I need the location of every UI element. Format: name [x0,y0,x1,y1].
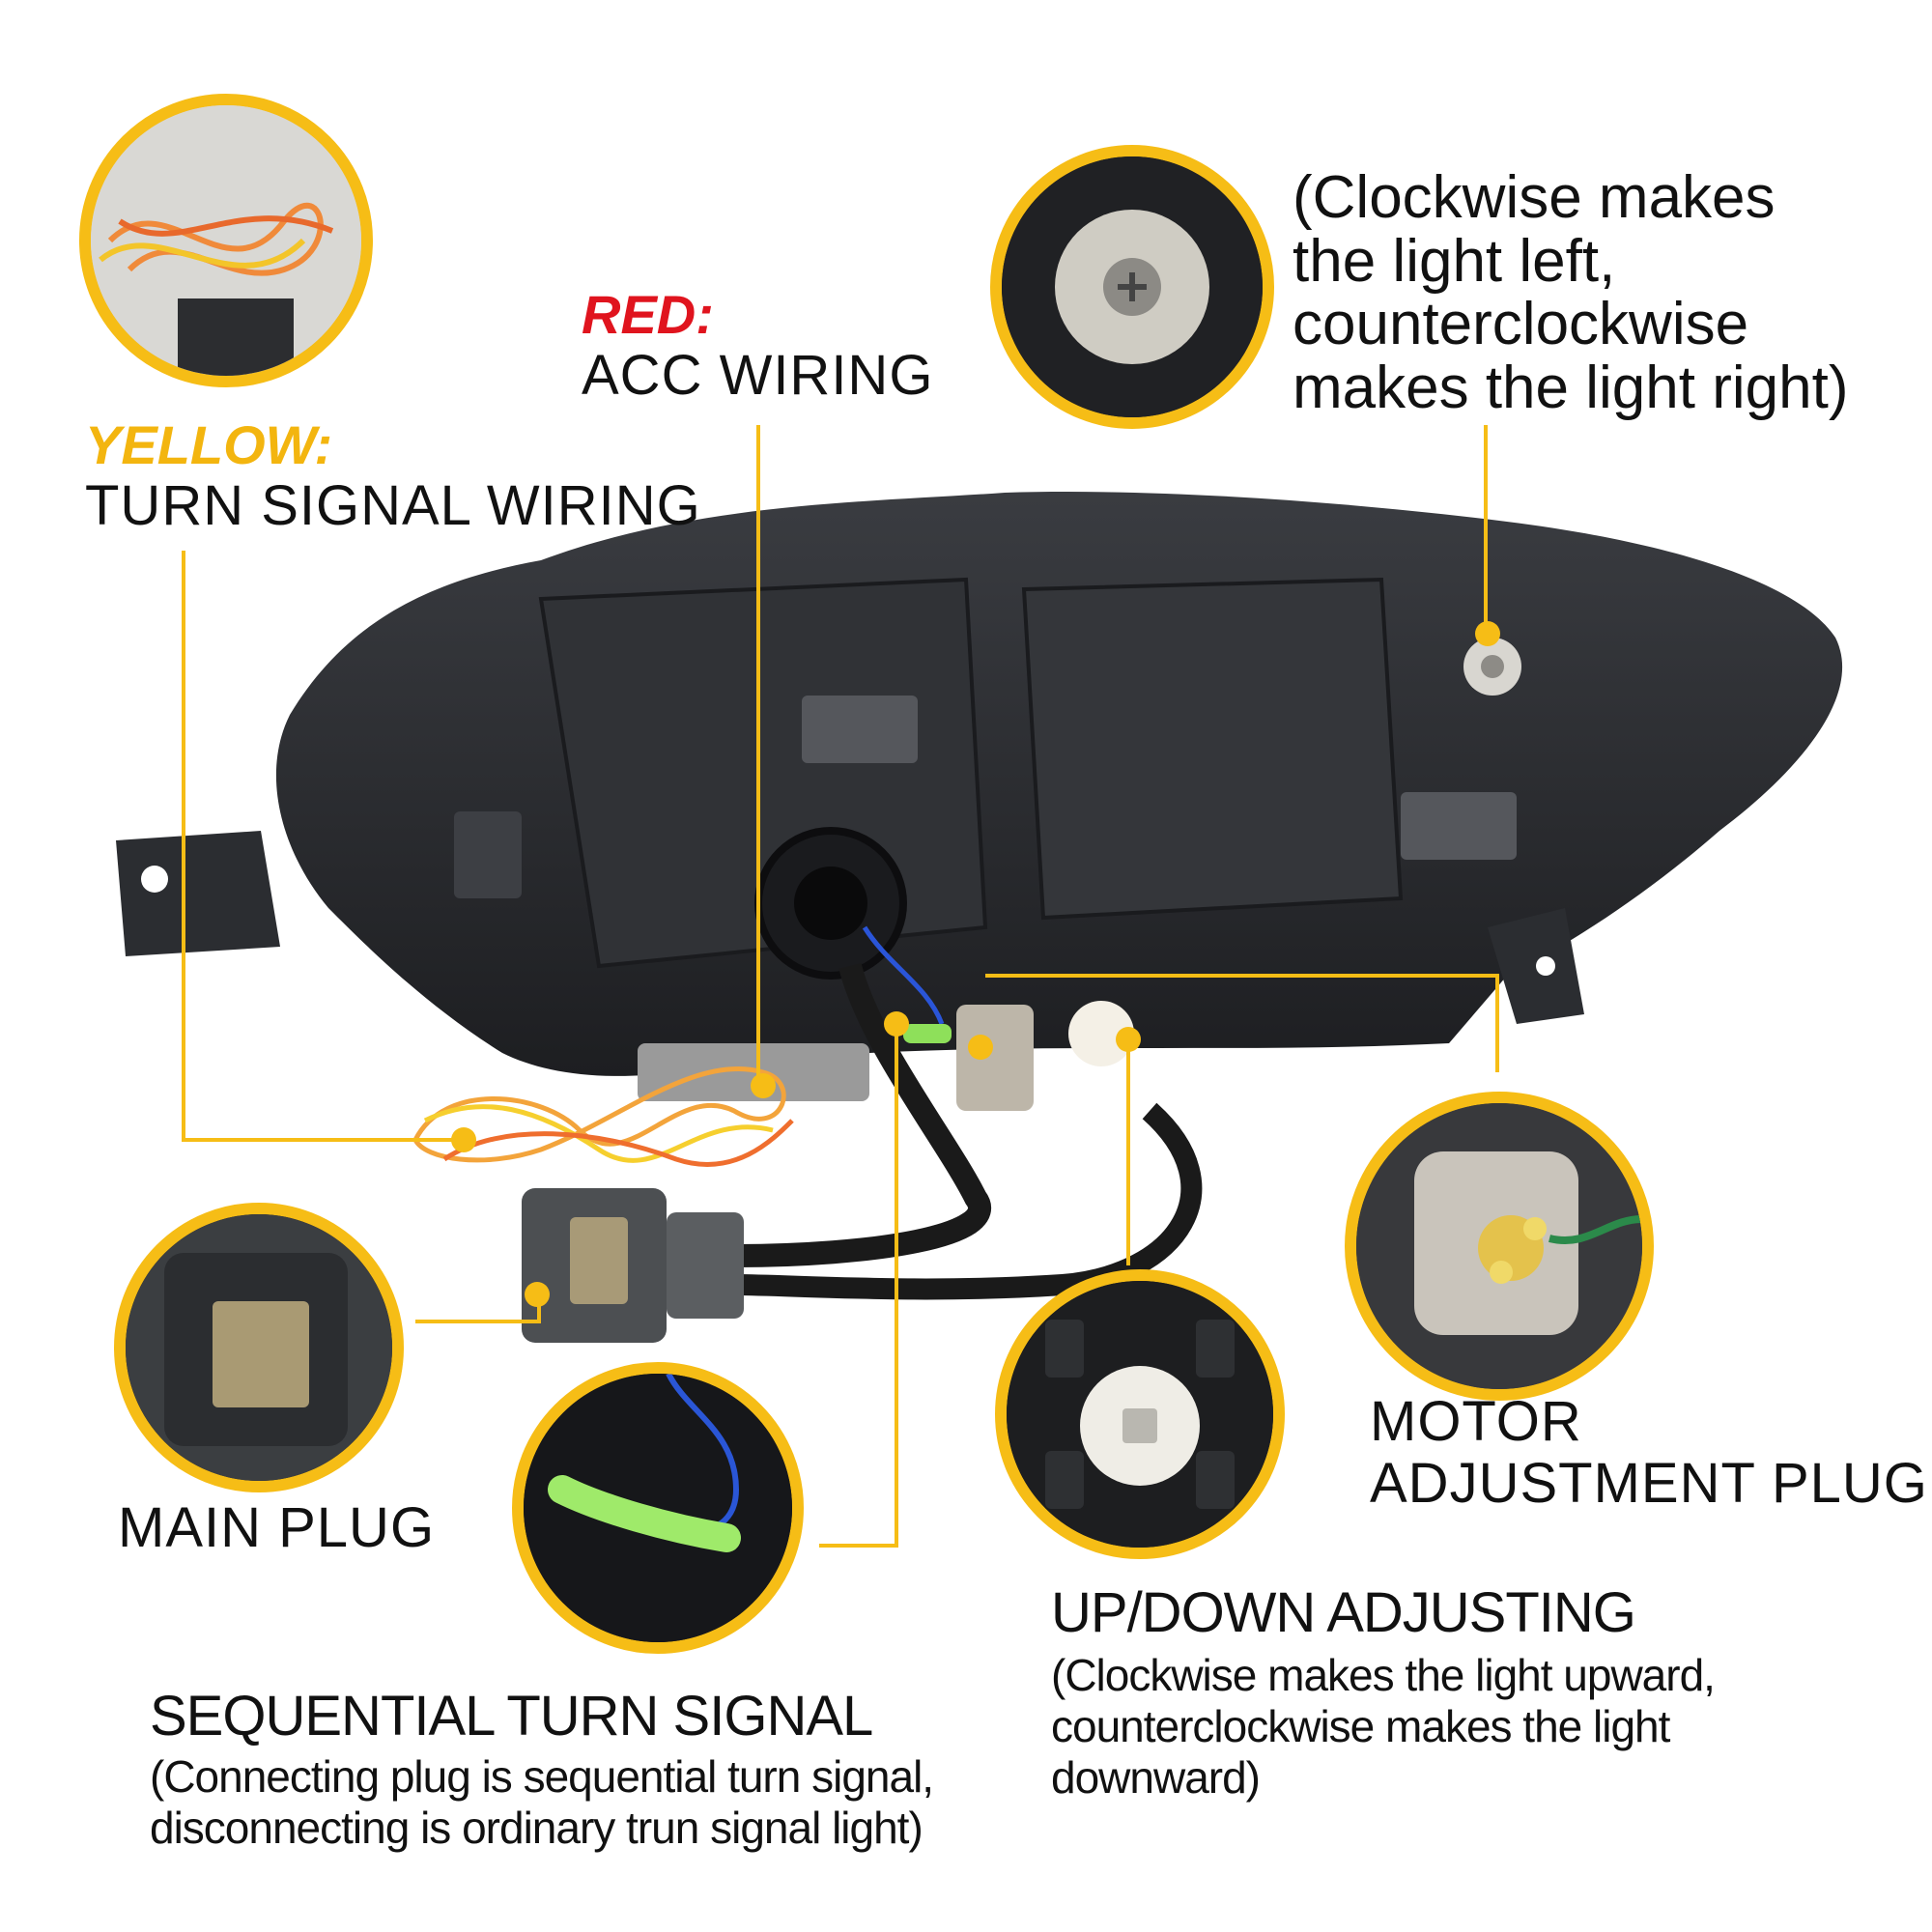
horizontal-note-line-3: counterclockwise [1293,291,1749,358]
motor-label-line-2: ADJUSTMENT PLUG [1370,1451,1928,1515]
yellow-color-label: YELLOW: [85,414,333,475]
motor-label-line-1: MOTOR [1370,1390,1582,1453]
turn-signal-wiring-detail-circle [79,94,373,387]
sequential-turn-signal-callout: SEQUENTIAL TURN SIGNAL (Connecting plug … [150,1685,934,1854]
sequential-note-line-2: disconnecting is ordinary trun signal li… [150,1802,923,1853]
up-down-note-line-2: counterclockwise makes the light [1051,1700,1670,1751]
turn-signal-wiring-label: TURN SIGNAL WIRING [85,473,701,537]
motor-adjustment-plug-detail-circle [1345,1092,1654,1401]
red-color-label: RED: [582,284,714,345]
sequential-turn-signal-detail-circle [512,1362,804,1654]
turn-signal-callout: YELLOW: TURN SIGNAL WIRING [85,415,701,536]
horizontal-note-line-2: the light left, [1293,227,1616,295]
up-down-callout: UP/DOWN ADJUSTING (Clockwise makes the l… [1051,1581,1716,1803]
up-down-label: UP/DOWN ADJUSTING [1051,1581,1636,1644]
horizontal-adjuster-detail-circle [990,145,1274,429]
horizontal-note-line-4: makes the light right) [1293,355,1849,422]
sequential-turn-signal-label: SEQUENTIAL TURN SIGNAL [150,1685,873,1747]
sequential-note-line-1: (Connecting plug is sequential turn sign… [150,1750,934,1802]
main-plug-label: MAIN PLUG [118,1496,436,1559]
up-down-adjuster-detail-circle [995,1269,1285,1559]
horizontal-note-line-1: (Clockwise makes [1293,164,1776,231]
acc-wiring-label: ACC WIRING [582,343,934,407]
acc-callout: RED: ACC WIRING [582,285,933,406]
up-down-note-line-1: (Clockwise makes the light upward, [1051,1649,1716,1700]
horizontal-adjust-note: (Clockwise makes the light left, counter… [1293,166,1848,420]
main-plug-detail-circle [114,1203,404,1492]
up-down-note-line-3: downward) [1051,1751,1261,1803]
motor-adjustment-callout: MOTOR ADJUSTMENT PLUG [1370,1391,1928,1515]
